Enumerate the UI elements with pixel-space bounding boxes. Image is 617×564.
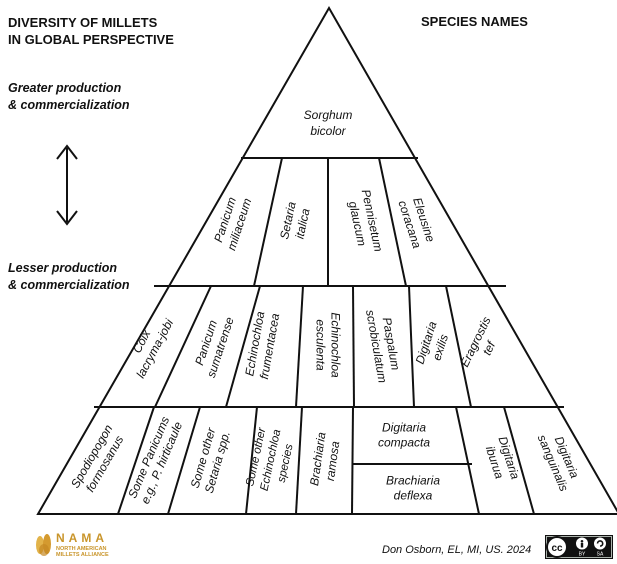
cell-divider (445, 285, 472, 408)
species-label-3-3: Some otherEchinochloaspecies (244, 425, 298, 495)
author-credit: Don Osborn, EL, MI, US. 2024 (382, 544, 532, 556)
cc-by-text: BY (579, 552, 586, 558)
greater-production-label: Greater production & commercialization (8, 80, 130, 114)
species-label-0-0: Sorghum bicolor (304, 108, 353, 138)
pyramid-outline (36, 5, 617, 515)
title-line-2: IN GLOBAL PERSPECTIVE (8, 32, 174, 47)
species-label-line: Digitaria (382, 421, 426, 435)
cell-divider (352, 285, 355, 408)
species-label-2-1: Panicumsumatrense (190, 310, 237, 379)
lesser-production-label: Lesser production & commercialization (8, 260, 130, 294)
species-names-header: SPECIES NAMES (421, 14, 528, 29)
species-label-3-2: Some otherSetaria spp. (187, 425, 233, 495)
species-label-2-6: Eragrostistef (457, 314, 507, 375)
cell-divider (408, 285, 415, 408)
lesser-line-1: Lesser production (8, 261, 118, 275)
species-label-3-1: Some Panicumse.g., P. hirticaule (125, 414, 185, 506)
cell-divider (295, 285, 304, 408)
greater-line-1: Greater production (8, 81, 122, 95)
species-label-line: bicolor (310, 124, 346, 138)
cell-divider (225, 285, 261, 408)
cell-divider (295, 406, 303, 515)
nama-logo-subtitle: NORTH AMERICAN MILLETS ALLIANCE (56, 546, 109, 558)
cell-divider (455, 406, 480, 515)
species-label-line: Brachiaria (386, 474, 440, 488)
cell-divider (245, 406, 258, 515)
cell-divider (154, 285, 212, 408)
cc-badge-text: cc (551, 543, 563, 554)
species-label-line: compacta (378, 436, 430, 450)
cc-sa-text: SA (597, 552, 604, 558)
cell-divider (117, 406, 155, 515)
greater-line-2: & commercialization (8, 98, 130, 112)
cell-divider (503, 406, 535, 515)
double-arrow-icon (56, 144, 78, 226)
cell-divider (167, 406, 201, 515)
species-label-2-3: Echinochloaesculenta (313, 312, 342, 378)
nama-sub-line-2: MILLETS ALLIANCE (56, 552, 109, 558)
cc-by-sa-license-icon[interactable]: cc BY SA (545, 535, 613, 559)
species-label-1-1: Setariaitalica (277, 200, 313, 244)
title-line-1: DIVERSITY OF MILLETS (8, 15, 158, 30)
nama-sub-line-1: NORTH AMERICAN (56, 546, 107, 552)
species-label-1-2: Pennisetumglaucum (344, 188, 386, 256)
species-label-2-2: Echinochloafrumentacea (242, 309, 282, 380)
cell-divider (253, 157, 283, 287)
cell-divider (351, 406, 354, 515)
species-label-3-8: Digitariasanguinalis (535, 427, 585, 494)
species-label-line: deflexa (394, 489, 433, 503)
species-label-2-0: Coixlacryma-jobi (120, 309, 176, 380)
species-label-1-0: Panicummiliaceum (210, 192, 254, 252)
species-label-line: Sorghum (304, 108, 353, 122)
species-label-line: italica (292, 207, 312, 240)
species-label-3-0: Spodiopogonformosanus (68, 422, 129, 498)
nama-logo-text: NAMA (56, 531, 108, 545)
diagram-title: DIVERSITY OF MILLETS IN GLOBAL PERSPECTI… (8, 14, 174, 48)
species-label-1-3: Eleusinecoracana (395, 194, 438, 250)
species-label-3-7: Digitariaiburua (481, 435, 522, 486)
species-label-line: esculenta (313, 319, 327, 371)
pyramid-frame (36, 5, 617, 515)
species-label-line: ramosa (323, 440, 342, 482)
species-label-2-4: Paspalumscrobiculatum (363, 306, 404, 384)
species-label-2-5: Digitariaexilis (413, 319, 454, 370)
cell-divider (378, 157, 407, 287)
species-label-3-4: Brachiariaramosa (307, 431, 343, 489)
species-label-line: Echinochloa (328, 312, 342, 378)
lesser-line-2: & commercialization (8, 278, 130, 292)
millet-logo-icon (34, 532, 54, 558)
